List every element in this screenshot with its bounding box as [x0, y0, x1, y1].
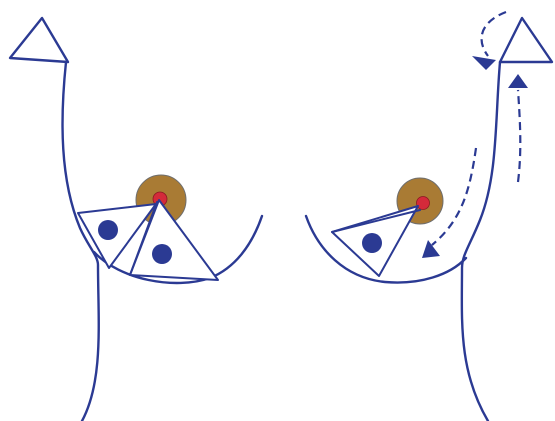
right-arrow-top-curve	[482, 12, 506, 56]
right-arrow-upward-line	[518, 90, 520, 182]
left-shoulder-flap-triangle	[10, 18, 68, 62]
right-arrowhead-top	[472, 56, 496, 70]
left-dot-medial	[152, 244, 172, 264]
right-shoulder-flap-triangle	[500, 18, 552, 62]
left-inner-torso-line	[130, 283, 146, 421]
left-dot-lateral	[98, 220, 118, 240]
right-torso-outline	[462, 62, 500, 421]
right-arrowhead-downward	[422, 240, 440, 258]
right-figure	[306, 12, 552, 421]
right-arrowhead-upward	[508, 74, 528, 88]
right-dot	[362, 233, 382, 253]
left-lower-torso-line	[82, 268, 104, 421]
left-figure	[10, 18, 262, 421]
right-nipple	[417, 197, 430, 210]
